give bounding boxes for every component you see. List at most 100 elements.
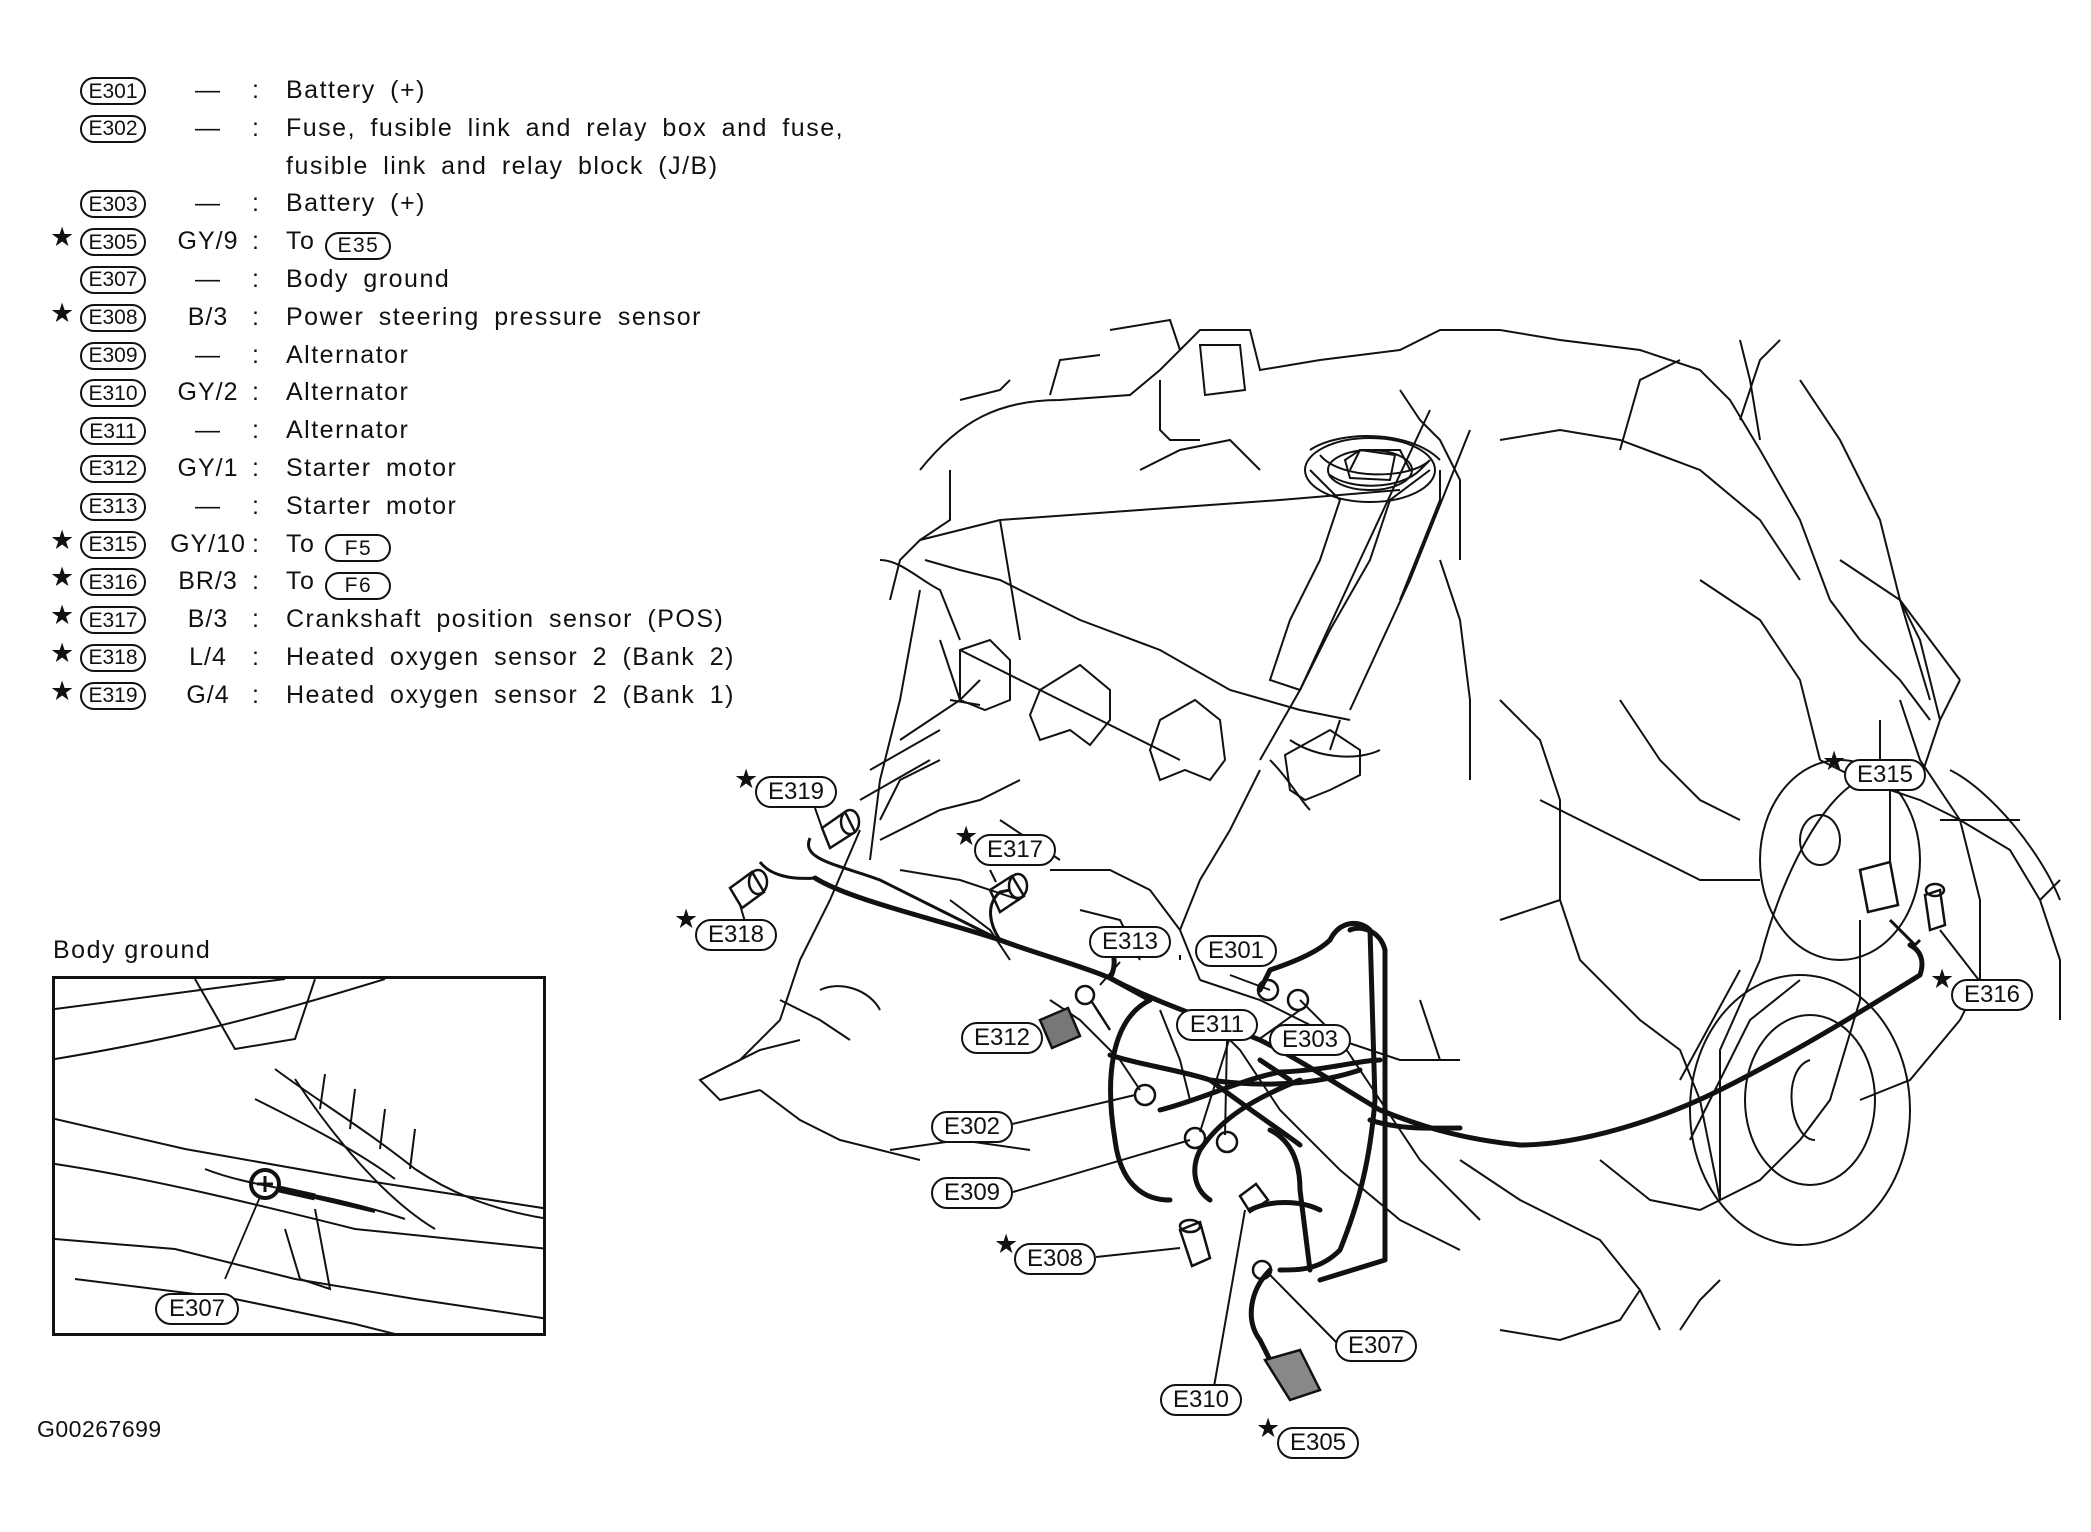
callout-e319: E319 [755,776,837,808]
legend-connector-code: E301 [80,77,146,105]
legend-connector-code: E307 [80,265,146,294]
legend-wire-color: — [195,416,221,445]
callout-e316: E316 [1951,979,2033,1011]
legend-wire-color: — [195,76,221,104]
callout-e307: E307 [1335,1330,1417,1362]
legend-wire-color: — [195,491,221,520]
legend-colon: : [252,416,259,445]
legend-description: Fuse, fusible link and relay box and fus… [286,110,844,148]
legend-row: E301 —: Battery (+) [48,72,848,110]
legend-colon: : [252,227,259,256]
star-e315: ★ [1822,746,1847,776]
legend-wire-color: — [195,113,221,142]
legend-colon: : [252,76,259,104]
legend-description-text: Battery (+) [286,189,426,218]
legend-description: Starter motor [286,488,457,526]
legend-description-text: Starter motor [286,453,458,482]
callout-e309: E309 [931,1177,1013,1209]
legend-colon: : [252,529,259,558]
legend-description-text: Body ground [286,264,451,293]
body-ground-drawing [55,979,543,1333]
star-marker: ★ [50,675,75,706]
body-ground-inset: E307 [52,976,546,1336]
leader-lines [739,790,1986,1399]
legend-connector-code: E310 [80,379,146,408]
legend-description-text: Heated oxygen sensor 2 (Bank 2) [286,642,735,671]
legend-to-connector: E35 [325,231,392,260]
inset-title: Body ground [53,936,212,964]
legend-wire-color: GY/2 [177,378,239,407]
legend-row: E313—:Starter motor [48,488,848,526]
legend-description-text: Alternator [286,378,410,407]
legend-colon: : [252,264,259,293]
star-marker: ★ [50,524,75,555]
legend-connector-code: E318 [80,643,146,672]
legend-description: To F6 [286,563,392,601]
legend-description-text: Heated oxygen sensor 2 (Bank 1) [286,680,735,709]
legend-description: Power steering pressure sensor [286,299,702,337]
legend-description: Starter motor [286,450,457,488]
legend-description: Battery (+) [286,72,426,110]
legend-wire-color: L/4 [189,642,227,671]
legend-description-text: Starter motor [286,491,458,520]
legend-row: E303—:Battery (+) [48,185,848,223]
callout-e311: E311 [1176,1009,1258,1041]
legend-description-text: Alternator [286,416,410,445]
legend-wire-color: B/3 [187,605,229,634]
connector-legend: E301—:Battery (+)E302—:Fuse, fusible lin… [48,72,848,715]
legend-connector-code: E309 [80,341,146,370]
legend-row: E309—:Alternator [48,337,848,375]
legend-colon: : [252,605,259,634]
callout-e318: E318 [695,919,777,951]
star-marker: ★ [50,562,75,593]
star-marker: ★ [50,637,75,668]
legend-wire-color: — [195,189,221,218]
callout-e308: E308 [1014,1243,1096,1275]
legend-description: Heated oxygen sensor 2 (Bank 2) [286,639,735,677]
legend-description: Crankshaft position sensor (POS) [286,601,724,639]
engine-outline [698,318,2061,1342]
legend-description-text: Alternator [286,340,410,369]
star-marker: ★ [50,222,75,253]
legend-colon: : [252,113,259,142]
legend-colon: : [252,491,259,520]
star-e319: ★ [734,764,759,794]
callout-e312: E312 [961,1022,1043,1054]
callout-e310: E310 [1160,1384,1242,1416]
legend-description: Body ground [286,261,450,299]
legend-colon: : [252,680,259,709]
callout-e302: E302 [931,1111,1013,1143]
legend-wire-color: G/4 [186,680,230,709]
legend-description: Alternator [286,337,409,375]
legend-colon: : [252,453,259,482]
legend-row: fusible link and relay block (J/B) [48,148,848,186]
callout-e303: E303 [1269,1024,1351,1056]
legend-description-text: To [286,567,316,596]
legend-connector-code: E305 [80,228,146,257]
legend-connector-code: E316 [80,568,146,597]
star-e305: ★ [1256,1413,1281,1443]
legend-wire-color: GY/10 [170,529,246,558]
legend-description-text: Battery (+) [286,76,426,104]
legend-colon: : [252,302,259,331]
legend-connector-code: E311 [80,417,146,446]
legend-connector-code: E317 [80,606,146,635]
callout-e313: E313 [1089,926,1171,958]
inset-callout-e307: E307 [155,1293,239,1325]
star-e316: ★ [1930,964,1955,994]
legend-to-connector: F6 [325,571,392,600]
legend-colon: : [252,189,259,218]
legend-description-text: Crankshaft position sensor (POS) [286,605,725,634]
legend-row: E311 —: Alternator [48,412,848,450]
legend-row: ★E318 L/4: Heated oxygen sensor 2 (Bank 2) [48,638,848,677]
legend-colon: : [252,567,259,596]
legend-colon: : [252,642,259,671]
